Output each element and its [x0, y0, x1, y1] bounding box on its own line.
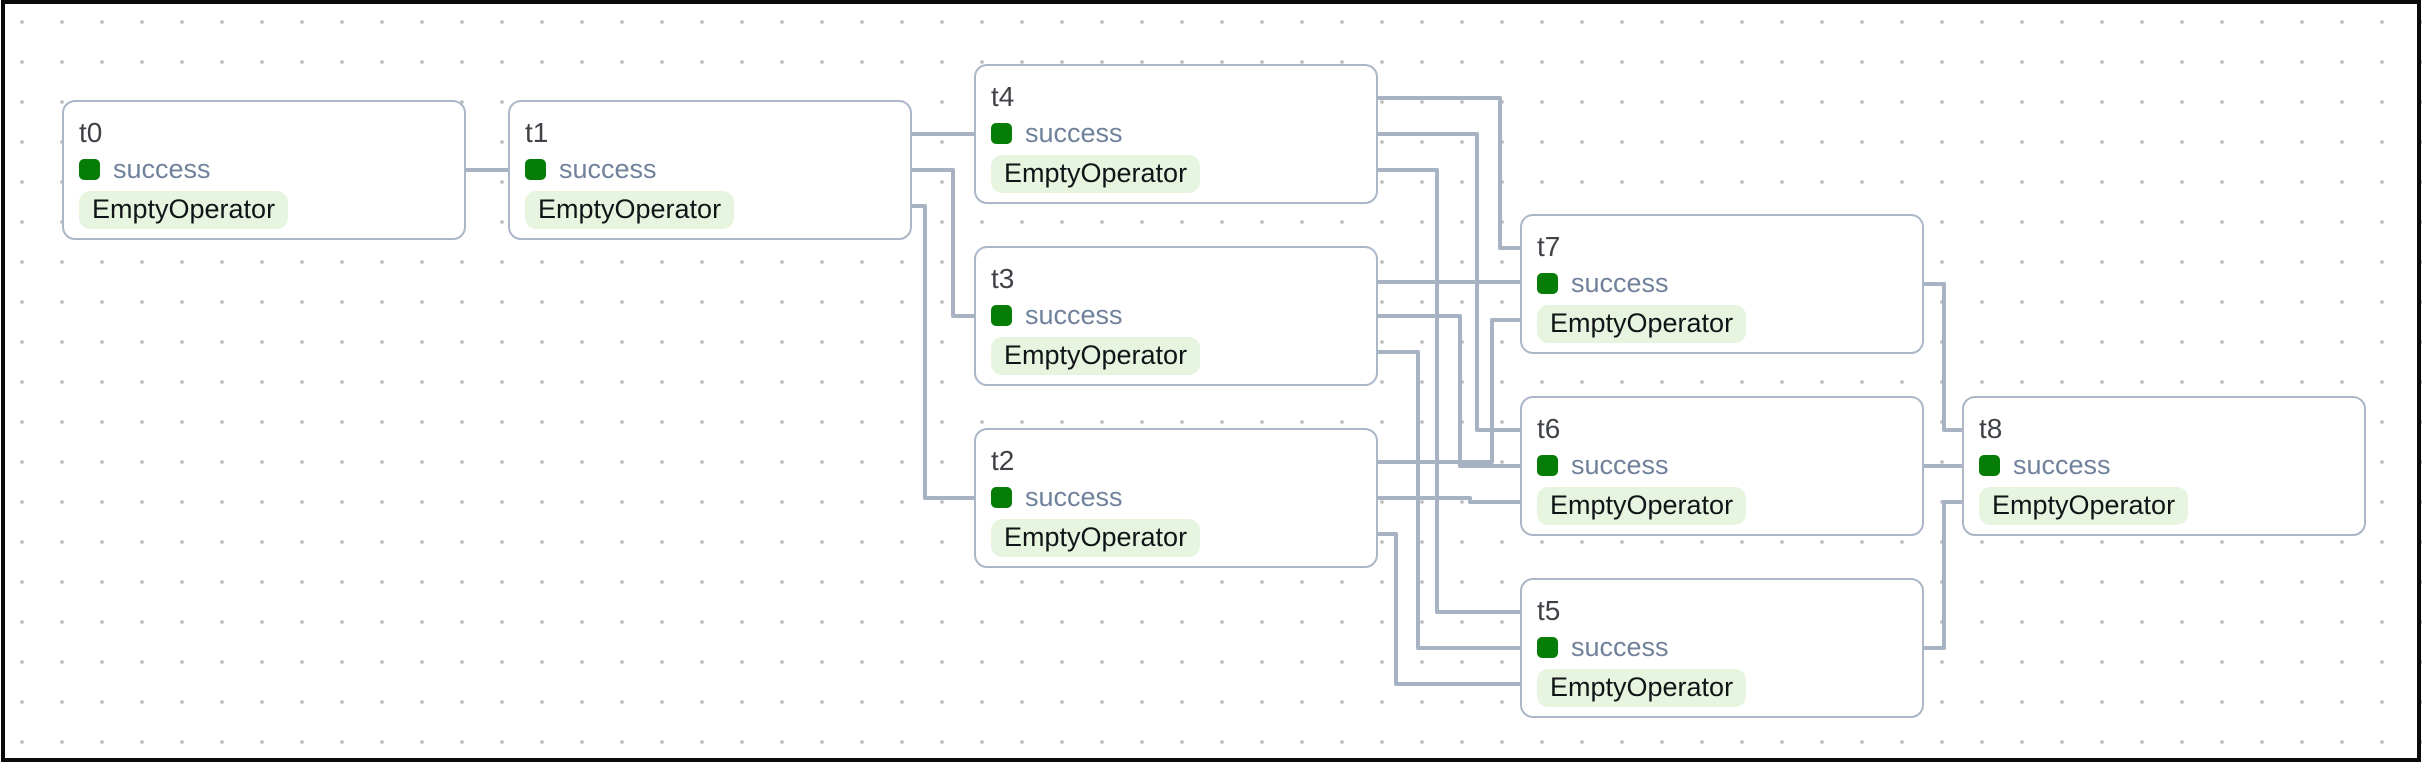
task-node-t0[interactable]: t0 success EmptyOperator	[62, 100, 466, 240]
edge-t1-t3	[912, 168, 974, 318]
success-status-icon	[1537, 455, 1558, 476]
edge-t4-t5	[1378, 168, 1520, 614]
task-status-row: success	[1537, 267, 1922, 300]
task-node-t4[interactable]: t4 success EmptyOperator	[974, 64, 1378, 204]
edge-t1-t2	[912, 204, 974, 500]
success-status-icon	[79, 159, 100, 180]
task-status-label: success	[1025, 118, 1123, 148]
task-title: t1	[525, 117, 549, 148]
task-status-row: success	[991, 299, 1376, 332]
task-status-label: success	[2013, 450, 2111, 480]
operator-pill: EmptyOperator	[991, 155, 1201, 193]
task-title: t3	[991, 263, 1015, 294]
operator-pill: EmptyOperator	[525, 191, 735, 229]
task-node-t1[interactable]: t1 success EmptyOperator	[508, 100, 912, 240]
operator-pill: EmptyOperator	[991, 337, 1201, 375]
edge-t2-t5	[1378, 532, 1520, 686]
success-status-icon	[991, 123, 1012, 144]
success-status-icon	[991, 487, 1012, 508]
task-status-label: success	[1025, 482, 1123, 512]
operator-pill: EmptyOperator	[1979, 487, 2189, 525]
operator-pill: EmptyOperator	[991, 519, 1201, 557]
task-status-row: success	[991, 481, 1376, 514]
edge-t7-t8	[1924, 282, 1962, 432]
task-node-t7[interactable]: t7 success EmptyOperator	[1520, 214, 1924, 354]
operator-pill: EmptyOperator	[1537, 669, 1747, 707]
task-title: t4	[991, 81, 1015, 112]
task-title: t2	[991, 445, 1015, 476]
success-status-icon	[991, 305, 1012, 326]
operator-pill: EmptyOperator	[1537, 487, 1747, 525]
success-status-icon	[1537, 637, 1558, 658]
task-status-row: success	[525, 153, 910, 186]
task-title: t8	[1979, 413, 2003, 444]
task-title: t6	[1537, 413, 1561, 444]
edge-t2-t6	[1378, 496, 1520, 504]
task-status-row: success	[991, 117, 1376, 150]
task-status-label: success	[559, 154, 657, 184]
task-node-t8[interactable]: t8 success EmptyOperator	[1962, 396, 2366, 536]
task-title: t7	[1537, 231, 1561, 262]
task-node-t3[interactable]: t3 success EmptyOperator	[974, 246, 1378, 386]
edge-t4-t7	[1378, 96, 1520, 250]
operator-pill: EmptyOperator	[1537, 305, 1747, 343]
success-status-icon	[1979, 455, 2000, 476]
task-status-label: success	[113, 154, 211, 184]
task-status-row: success	[79, 153, 464, 186]
task-node-t6[interactable]: t6 success EmptyOperator	[1520, 396, 1924, 536]
task-node-t2[interactable]: t2 success EmptyOperator	[974, 428, 1378, 568]
success-status-icon	[1537, 273, 1558, 294]
task-title: t0	[79, 117, 103, 148]
task-status-label: success	[1571, 632, 1669, 662]
task-status-label: success	[1025, 300, 1123, 330]
task-status-row: success	[1979, 449, 2364, 482]
edge-t5-t8	[1924, 500, 1962, 650]
success-status-icon	[525, 159, 546, 180]
task-status-row: success	[1537, 449, 1922, 482]
task-node-t5[interactable]: t5 success EmptyOperator	[1520, 578, 1924, 718]
task-status-row: success	[1537, 631, 1922, 664]
edge-t2-t7	[1378, 318, 1520, 464]
task-title: t5	[1537, 595, 1561, 626]
edge-t3-t6	[1378, 314, 1520, 468]
task-status-label: success	[1571, 268, 1669, 298]
operator-pill: EmptyOperator	[79, 191, 289, 229]
task-status-label: success	[1571, 450, 1669, 480]
